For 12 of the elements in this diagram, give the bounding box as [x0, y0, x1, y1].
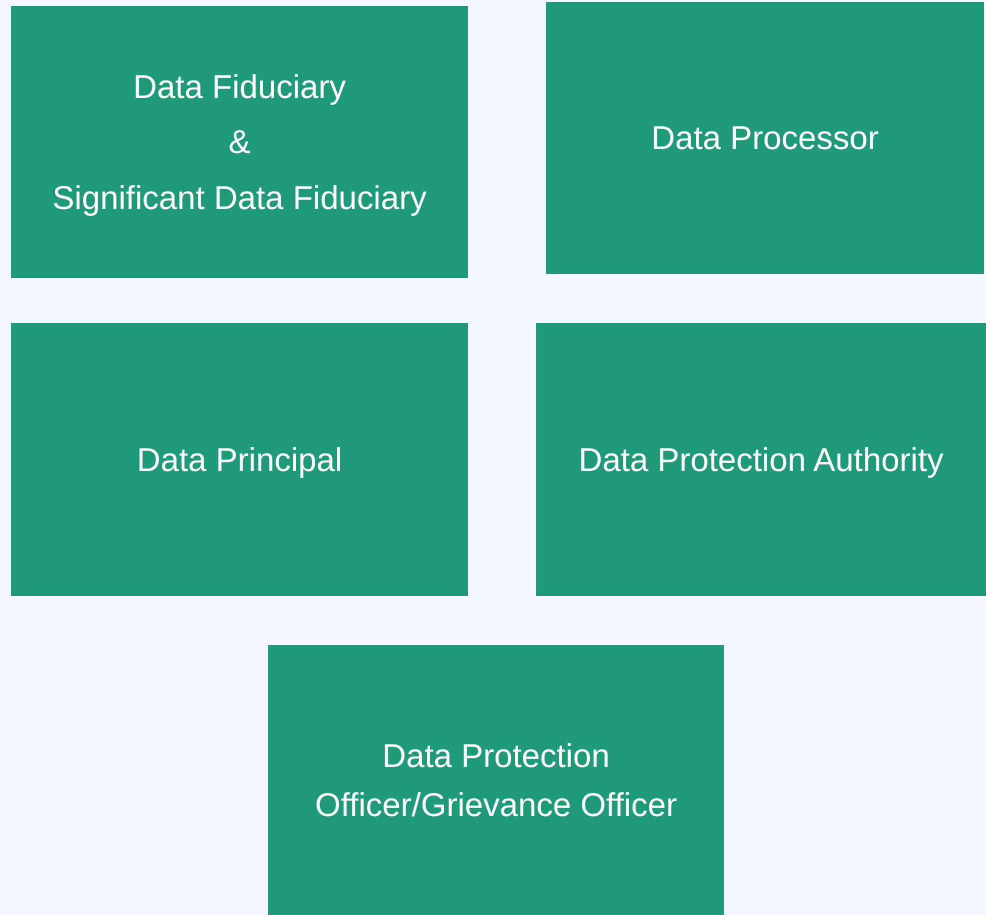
role-label: Data Processor: [651, 118, 879, 158]
role-box: [11, 323, 468, 596]
role-label: &: [228, 122, 250, 162]
role-label: Data Principal: [136, 440, 342, 480]
role-label: Significant Data Fiduciary: [52, 178, 427, 218]
role-label: Data Protection Officer/Grievance Officer: [314, 736, 678, 825]
role-box: [536, 323, 986, 596]
role-label: Data Fiduciary: [133, 66, 346, 107]
role-box: [268, 645, 724, 915]
role-label: Data Protection Authority: [578, 440, 944, 480]
role-box: [11, 6, 468, 278]
role-box: [546, 2, 984, 274]
